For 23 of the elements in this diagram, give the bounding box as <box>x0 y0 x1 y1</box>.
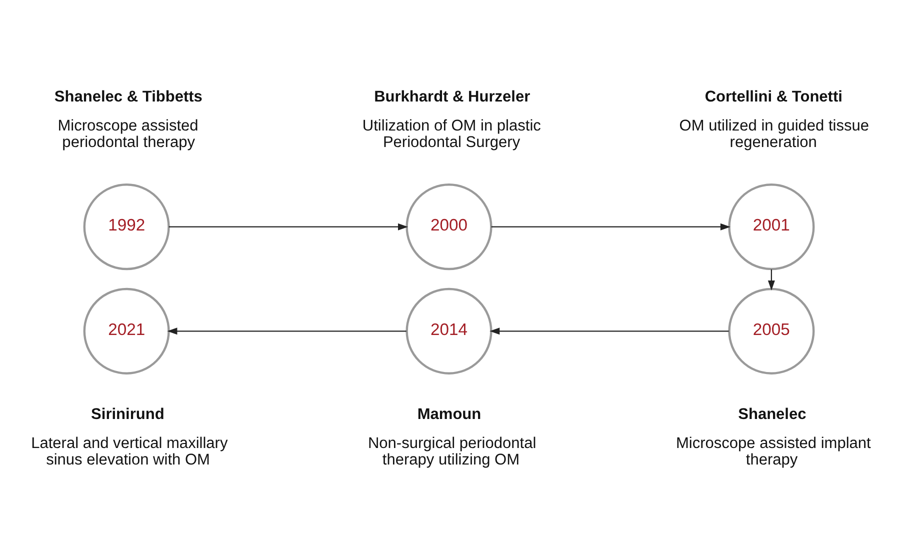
node-circle: 2021 <box>83 287 170 374</box>
node-circle: 2014 <box>406 287 492 374</box>
arrow <box>168 222 408 230</box>
arrow <box>167 327 406 334</box>
node-circle: 1992 <box>83 183 170 270</box>
node-label: Sirinirund <box>91 406 164 423</box>
node-label: OM utilized in guided tissue regeneration <box>679 116 870 151</box>
node-circle: 2000 <box>406 183 492 270</box>
arrow <box>490 327 729 334</box>
arrow <box>491 222 730 230</box>
node-label: Lateral and vertical maxillary sinus elevation with OM <box>31 434 228 468</box>
node-circle: 2001 <box>728 183 815 270</box>
node-label: Shanelec & Tibbetts <box>54 88 202 106</box>
node-circle: 2005 <box>728 287 815 374</box>
node-label: Non-surgical periodontal therapy utilizing OM <box>368 434 536 468</box>
arrow <box>768 268 775 290</box>
node-label: Cortellini & Tonetti <box>704 88 842 106</box>
node-label: Utilization of OM in plastic Periodontal Surgery <box>362 116 541 151</box>
node-label: Microscope assisted implant therapy <box>676 434 871 468</box>
node-label: Mamoun <box>417 406 482 423</box>
node-label: Burkhardt & Hurzeler <box>374 88 530 106</box>
node-label: Shanelec <box>738 406 806 423</box>
node-label: Microscope assisted periodontal therapy <box>58 116 198 151</box>
